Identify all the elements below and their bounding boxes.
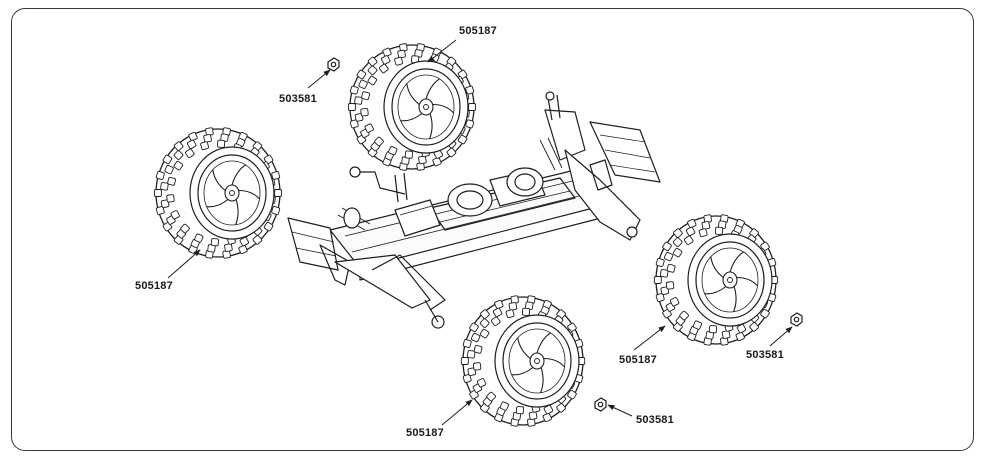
nut-front-right bbox=[594, 397, 607, 412]
callout-label-nut-front-right: 503581 bbox=[636, 414, 674, 426]
callout-label-tire-front-left: 505187 bbox=[135, 280, 173, 292]
callout-label-nut-rear-right: 503581 bbox=[746, 349, 784, 361]
nut-rear-left bbox=[327, 57, 340, 72]
callout-label-tire-rear-right: 505187 bbox=[619, 354, 657, 366]
leader-lines bbox=[167, 39, 793, 426]
tire-rear-left bbox=[347, 43, 477, 171]
callout-label-tire-rear-left: 505187 bbox=[459, 25, 497, 37]
truck-chassis bbox=[287, 91, 661, 329]
tires-layer bbox=[153, 43, 779, 427]
nut-rear-right bbox=[790, 312, 803, 327]
tire-rear-right bbox=[653, 214, 779, 346]
tire-front-left bbox=[153, 127, 283, 259]
diagram-frame bbox=[11, 8, 974, 451]
callout-label-tire-front-right: 505187 bbox=[406, 427, 444, 439]
tire-front-right bbox=[460, 295, 586, 427]
callout-label-nut-rear-left: 503581 bbox=[279, 93, 317, 105]
